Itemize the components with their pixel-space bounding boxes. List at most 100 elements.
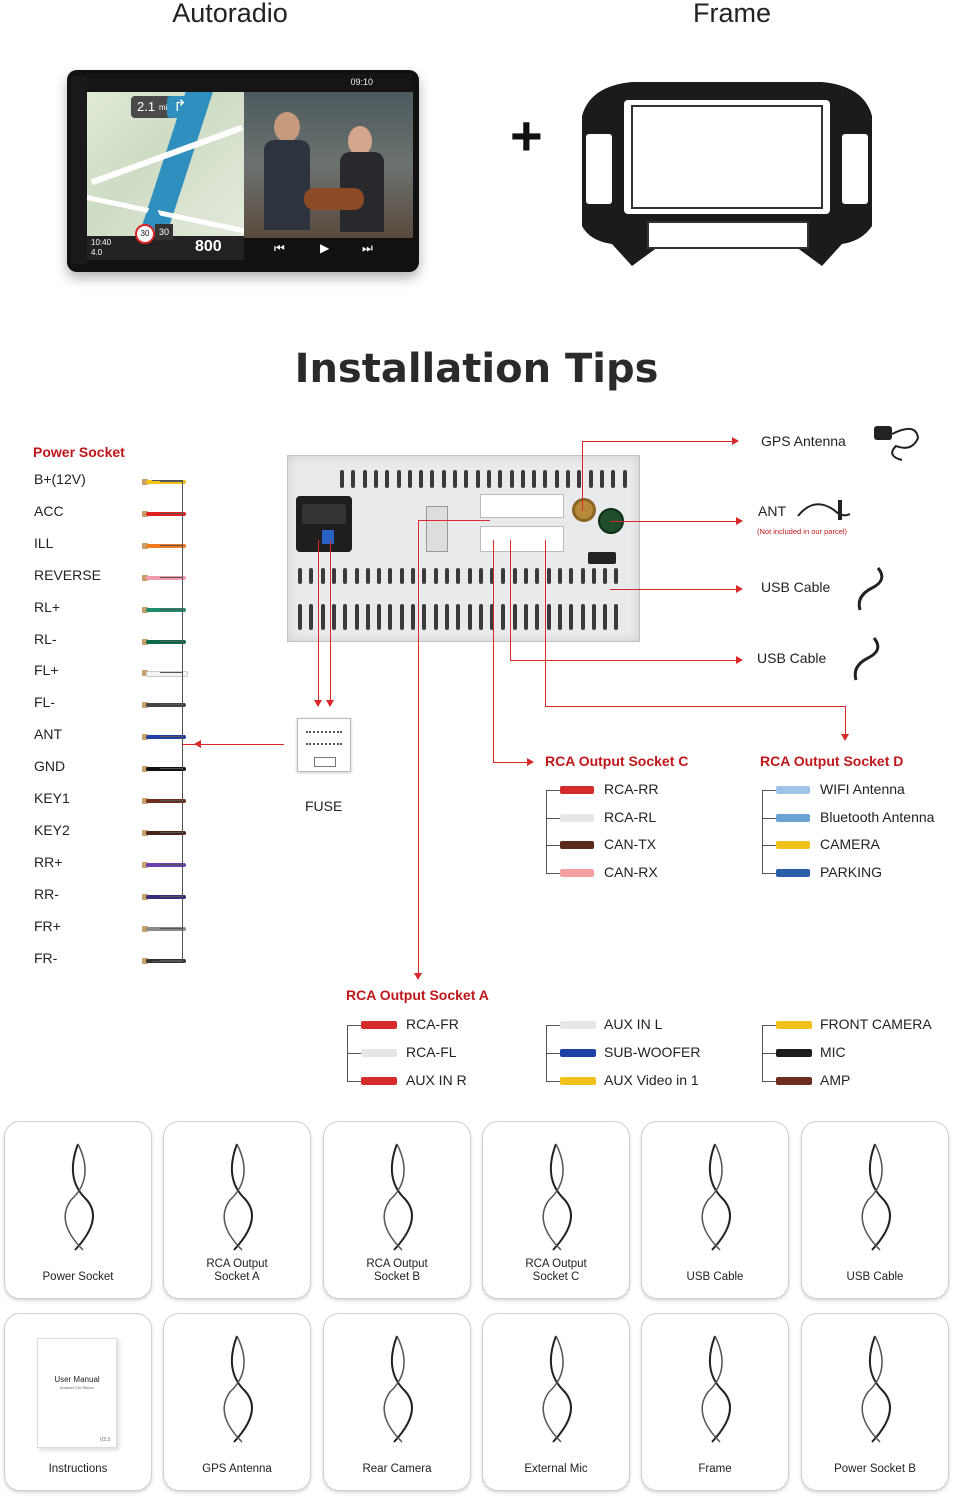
panel-vent	[444, 604, 449, 630]
part-card: RCA Output Socket A	[163, 1121, 311, 1299]
panel-vent	[411, 568, 415, 584]
rca-tick	[546, 1025, 560, 1026]
part-card: Power Socket	[4, 1121, 152, 1299]
power-socket-heading: Power Socket	[33, 444, 125, 460]
panel-vent	[320, 568, 325, 584]
part-illustration	[354, 1138, 440, 1256]
gps-antenna-icon	[872, 422, 922, 462]
bracket-tick	[160, 959, 182, 961]
nav-distance: 2.1	[137, 99, 156, 114]
rca-tick	[762, 1025, 776, 1026]
power-wire-label: RR-	[34, 885, 59, 902]
part-caption: Power Socket B	[834, 1463, 916, 1475]
panel-vent	[343, 568, 348, 584]
part-card: USB Cable	[801, 1121, 949, 1299]
rca-label: PARKING	[820, 863, 882, 880]
panel-vent	[569, 604, 574, 630]
part-card: Power Socket B	[801, 1313, 949, 1491]
play-icon[interactable]: ▶	[320, 241, 330, 255]
rca-tick	[546, 845, 560, 846]
panel-vent	[343, 604, 348, 630]
wire-tip	[142, 479, 148, 485]
power-wire	[146, 862, 186, 867]
usb-port-2	[426, 506, 448, 552]
rca-label: Bluetooth Antenna	[820, 808, 935, 825]
part-caption: RCA Output Socket B	[366, 1258, 428, 1283]
headunit-back-panel	[287, 455, 640, 642]
power-wire-label: FL-	[34, 694, 55, 711]
panel-vent	[512, 568, 517, 584]
next-icon[interactable]: ⏭	[362, 241, 373, 255]
panel-vent	[456, 604, 461, 630]
wire-tip	[142, 510, 148, 517]
panel-vent	[422, 568, 427, 584]
power-wire-label: RL+	[34, 598, 61, 615]
power-wire-row: ANT	[34, 726, 186, 746]
fuse-block	[297, 718, 351, 772]
rca-tick	[762, 845, 776, 846]
power-wire-row: KEY2	[34, 822, 186, 842]
panel-vent	[456, 568, 461, 584]
rca-plug	[560, 1076, 596, 1085]
part-caption: GPS Antenna	[202, 1463, 272, 1475]
panel-vent	[478, 604, 483, 630]
bracket-tick	[160, 544, 182, 546]
usb-port-1	[588, 552, 616, 564]
panel-vent	[546, 568, 551, 584]
part-caption: RCA Output Socket A	[206, 1258, 268, 1283]
panel-vent	[603, 604, 608, 630]
power-wire-label: ACC	[34, 502, 64, 519]
power-wire-row: FR+	[34, 917, 186, 938]
panel-vent	[580, 604, 585, 630]
panel-vent	[614, 568, 619, 584]
section-title: Installation Tips	[294, 346, 659, 392]
power-wire	[146, 703, 186, 708]
rca-plug	[560, 1021, 596, 1029]
panel-vent	[557, 568, 562, 584]
panel-vent	[388, 568, 393, 584]
wire-tip	[142, 893, 148, 900]
rca-tick	[762, 817, 776, 819]
video-view	[244, 92, 413, 238]
rca-plug	[560, 1048, 596, 1057]
part-card: USB Cable	[641, 1121, 789, 1299]
previous-icon[interactable]: ⏮	[274, 241, 285, 255]
ant-note: (Not included in our parcel)	[757, 527, 848, 536]
wire-tip	[142, 766, 148, 773]
rca-plug	[776, 1076, 812, 1085]
fuse-label: FUSE	[305, 798, 343, 814]
rca-plug	[361, 1021, 397, 1029]
autoradio-title: Autoradio	[172, 0, 288, 28]
status-bar: 09:10	[87, 74, 413, 92]
rca-plug	[560, 786, 594, 794]
panel-vent	[569, 568, 574, 584]
bracket-tick	[160, 927, 182, 929]
panel-vent	[433, 604, 438, 630]
panel-vent	[340, 470, 344, 488]
rca-plug	[776, 813, 810, 822]
part-illustration	[832, 1330, 918, 1448]
bracket-tick	[160, 831, 182, 833]
rca-tick	[546, 817, 560, 819]
rca-tick	[546, 1080, 560, 1082]
part-card: Rear Camera	[323, 1313, 471, 1491]
panel-vent	[320, 604, 325, 630]
power-wire	[146, 607, 186, 612]
power-wire-label: REVERSE	[34, 566, 101, 583]
rca-label: CAMERA	[820, 836, 880, 852]
part-caption: Frame	[698, 1463, 732, 1475]
panel-vent	[309, 604, 314, 630]
wire-tip	[142, 957, 148, 964]
wire-tip	[142, 798, 148, 804]
power-wire-label: FR+	[34, 917, 61, 934]
power-wire-row: GND	[34, 758, 186, 778]
panel-vent	[486, 470, 491, 488]
rca-header-top	[480, 494, 564, 518]
rca-tick	[762, 872, 776, 874]
rca-plug	[776, 1021, 812, 1029]
rca-tick	[347, 1052, 361, 1054]
bracket-tick	[160, 895, 182, 897]
wire-tip	[142, 734, 148, 741]
rca-plug	[560, 868, 594, 877]
usb-cable-2-label: USB Cable	[757, 650, 827, 666]
